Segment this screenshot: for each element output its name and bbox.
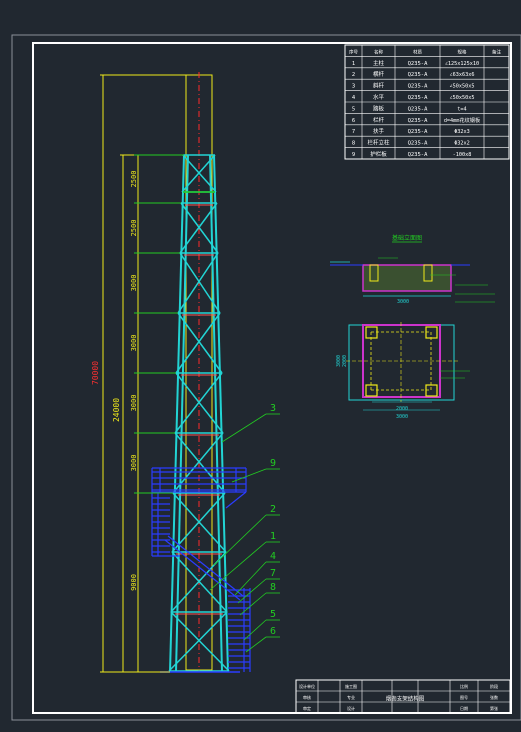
table-cell: Q235-A [408, 84, 429, 90]
table-cell: Q235-A [408, 72, 429, 78]
table-cell: 主柱 [373, 59, 385, 67]
title-cell: 设计 [347, 705, 355, 711]
dim-total-height: 70000 [91, 361, 100, 385]
callout-label: 5 [270, 609, 276, 620]
table-cell: 6 [352, 118, 355, 124]
table-cell: Q235-A [408, 106, 429, 112]
outer-frame [11, 34, 521, 721]
table-cell: 横杆 [373, 70, 385, 78]
callout-label: 9 [270, 458, 276, 469]
table-cell: 踏板 [373, 104, 385, 112]
foundation-plan-detail: 2000 3000 2000 3000 [336, 322, 470, 420]
tower-ties [175, 204, 223, 615]
table-cell: 栏杆立柱 [367, 139, 390, 147]
table-cell: Q235-A [408, 141, 429, 147]
callout-label: 1 [270, 531, 276, 542]
table-cell: Q235-A [408, 129, 429, 135]
dim-segment-label: 2500 [130, 220, 138, 237]
table-cell: 7 [352, 129, 355, 135]
plan-height-inner: 2000 [342, 355, 348, 367]
table-header: 备注 [492, 48, 501, 55]
table-cell: 5 [352, 106, 355, 112]
table-cell: Φ32x3 [454, 129, 470, 135]
callouts: 3 9 2 1 4 7 8 5 6 [209, 403, 280, 653]
table-cell: Q235-A [408, 61, 429, 67]
table-cell: 栏杆 [373, 116, 385, 124]
table-header: 序号 [349, 48, 358, 55]
tower-horizontals [169, 154, 229, 672]
table-cell: 护栏板 [370, 150, 387, 158]
callout-label: 6 [270, 626, 276, 637]
table-header: 规格 [458, 48, 467, 55]
table-cell: ∠50x50x5 [450, 84, 475, 90]
title-cell: 日期 [460, 705, 468, 711]
table-cell: -100x8 [453, 152, 472, 158]
table-header: 材质 [413, 48, 422, 55]
stair-left [151, 492, 244, 601]
table-cell: Q235-A [408, 152, 429, 158]
table-cell: 9 [352, 152, 355, 158]
table-cell: Q235-A [408, 118, 429, 124]
dim-segment-label: 3000 [130, 395, 138, 412]
dim-segment-label: 3000 [130, 275, 138, 292]
title-cell: 专业 [347, 694, 355, 700]
table-cell: Q235-A [408, 95, 429, 101]
table-cell: 3 [352, 84, 355, 90]
callout-label: 3 [270, 403, 276, 414]
table-cell: d=4mm花纹钢板 [444, 116, 481, 124]
foundation-section-title: 基础立面图 [392, 234, 422, 242]
table-cell: 4 [352, 95, 356, 101]
title-cell: 比例 [460, 683, 468, 689]
table-cell: 1 [352, 61, 355, 67]
plan-height-outer: 3000 [336, 355, 342, 367]
dimensions: 70000 24000 2500 2500 3000 3000 3000 3000 9000 [91, 74, 186, 673]
table-cell: Φ32x2 [454, 141, 470, 147]
callout-label: 7 [270, 568, 276, 579]
table-cell: ∠63x63x6 [450, 72, 475, 78]
plan-width-inner: 2000 [396, 406, 408, 412]
platform [151, 467, 247, 509]
title-cell: 审核 [303, 694, 311, 700]
inner-frame [32, 42, 512, 714]
stair-right [228, 588, 251, 672]
dim-segment-label: 3000 [130, 335, 138, 352]
dim-segment-label: 2500 [130, 171, 138, 188]
table-header: 名称 [374, 48, 383, 55]
table-cell: 斜杆 [373, 82, 385, 90]
callout-label: 4 [270, 551, 276, 562]
title-cell: 第张 [490, 705, 498, 711]
table-cell: ∠125x125x10 [445, 61, 479, 67]
title-cell: 阶段 [490, 683, 498, 689]
dim-tower-height: 24000 [112, 398, 121, 422]
tower-x-bracing [168, 154, 230, 672]
foundation-section-detail: 基础立面图 3000 [330, 234, 495, 305]
title-cell: 审定 [303, 705, 311, 711]
title-cell: 施工图 [345, 683, 357, 689]
tower-elevation [151, 72, 251, 673]
title-cell: 图号 [460, 694, 468, 700]
title-cell: 设计单位 [299, 683, 315, 689]
foundation-section-width: 3000 [397, 299, 409, 305]
tower-legs [169, 154, 229, 673]
table-cell: ∠50x50x5 [450, 95, 475, 101]
table-cell: 扶手 [373, 127, 385, 135]
dim-segment-label: 3000 [130, 455, 138, 472]
materials-table: 序号 名称 材质 规格 备注 1 主柱 Q235-A ∠125x125x10 2 横杆 Q235-A ∠… [344, 44, 510, 160]
plan-width-outer: 3000 [396, 414, 408, 420]
table-cell: 8 [352, 141, 355, 147]
table-cell: t=4 [457, 106, 466, 112]
drawing-name: 烟囱支架结构图 [386, 695, 425, 703]
callout-label: 8 [270, 582, 276, 593]
dim-segment-labels: 2500 2500 3000 3000 3000 3000 9000 [130, 171, 138, 591]
callout-label: 2 [270, 504, 276, 515]
table-cell: 水平 [373, 93, 385, 101]
table-cell: 2 [352, 72, 355, 78]
title-cell: 张数 [490, 694, 498, 700]
dim-segment-label: 9000 [130, 574, 138, 591]
